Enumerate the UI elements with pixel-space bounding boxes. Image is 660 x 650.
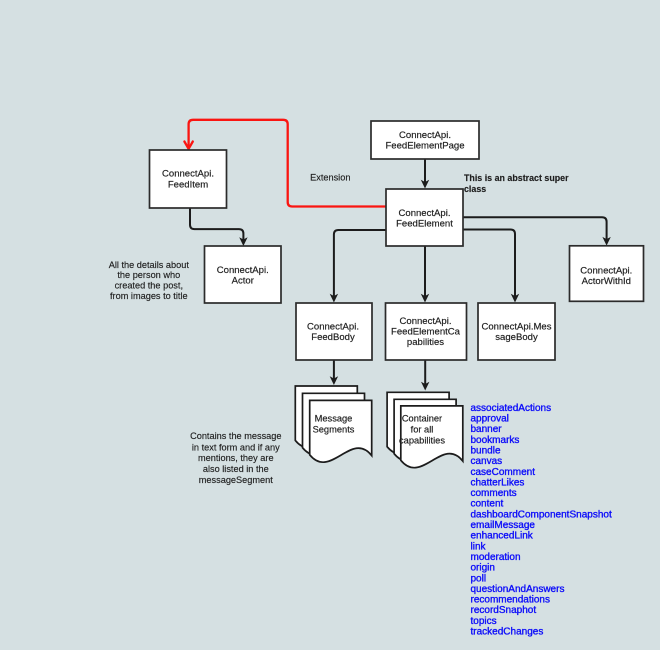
svg-text:FeedElementCa: FeedElementCa (391, 326, 461, 337)
svg-text:poll: poll (471, 573, 487, 584)
svg-text:associatedActions: associatedActions (471, 403, 552, 414)
svg-text:origin: origin (471, 563, 495, 574)
svg-text:ActorWithId: ActorWithId (582, 276, 631, 287)
svg-text:ConnectApi.: ConnectApi. (399, 316, 451, 327)
svg-text:comments: comments (471, 488, 517, 499)
svg-text:trackedChanges: trackedChanges (471, 627, 544, 638)
svg-text:from images to title: from images to title (110, 291, 188, 301)
svg-text:Message: Message (315, 414, 353, 424)
svg-text:approval: approval (471, 414, 509, 425)
svg-text:ConnectApi.: ConnectApi. (399, 130, 451, 141)
svg-text:Contains the message: Contains the message (190, 431, 281, 441)
svg-text:questionAndAnswers: questionAndAnswers (471, 584, 565, 595)
svg-text:enhancedLink: enhancedLink (471, 531, 534, 542)
svg-text:created the post,: created the post, (115, 281, 183, 291)
svg-text:Extension: Extension (310, 172, 350, 182)
svg-text:sageBody: sageBody (495, 332, 538, 343)
svg-text:ConnectApi.Mes: ConnectApi.Mes (481, 321, 551, 332)
svg-text:FeedElementPage: FeedElementPage (385, 141, 464, 152)
svg-text:ConnectApi.: ConnectApi. (162, 169, 214, 180)
svg-text:messageSegment: messageSegment (199, 475, 273, 485)
svg-text:All the details about: All the details about (109, 260, 190, 270)
svg-text:bookmarks: bookmarks (471, 435, 520, 446)
svg-text:topics: topics (471, 616, 497, 627)
svg-text:FeedElement: FeedElement (396, 218, 453, 229)
svg-text:class: class (464, 184, 486, 194)
svg-text:canvas: canvas (471, 456, 503, 467)
svg-text:bundle: bundle (471, 446, 501, 457)
svg-text:content: content (471, 499, 504, 510)
svg-text:recordSnaphot: recordSnaphot (471, 605, 537, 616)
svg-text:ConnectApi.: ConnectApi. (307, 321, 359, 332)
svg-text:FeedBody: FeedBody (311, 332, 355, 343)
svg-text:pabilities: pabilities (407, 337, 444, 348)
svg-text:for all: for all (411, 424, 434, 434)
svg-text:This is an abstract super: This is an abstract super (464, 173, 569, 183)
svg-text:Actor: Actor (232, 276, 255, 287)
svg-text:Segments: Segments (313, 425, 355, 435)
svg-text:also listed in the: also listed in the (203, 464, 269, 474)
svg-text:link: link (471, 541, 487, 552)
svg-text:FeedItem: FeedItem (168, 180, 208, 191)
svg-text:mentions, they are: mentions, they are (198, 453, 274, 463)
svg-text:ConnectApi.: ConnectApi. (398, 208, 450, 219)
svg-text:moderation: moderation (471, 552, 521, 563)
svg-text:chatterLikes: chatterLikes (471, 477, 525, 488)
svg-text:the person who: the person who (117, 270, 180, 280)
svg-text:dashboardComponentSnapshot: dashboardComponentSnapshot (471, 509, 612, 520)
svg-text:caseComment: caseComment (471, 467, 536, 478)
svg-text:emailMessage: emailMessage (471, 520, 536, 531)
svg-text:ConnectApi.: ConnectApi. (580, 265, 632, 276)
svg-text:capabilities: capabilities (399, 435, 445, 445)
svg-text:Container: Container (402, 413, 442, 423)
svg-text:recommendations: recommendations (471, 595, 550, 606)
svg-text:in text form and if any: in text form and if any (192, 442, 280, 452)
svg-text:banner: banner (471, 424, 503, 435)
svg-text:ConnectApi.: ConnectApi. (217, 265, 269, 276)
